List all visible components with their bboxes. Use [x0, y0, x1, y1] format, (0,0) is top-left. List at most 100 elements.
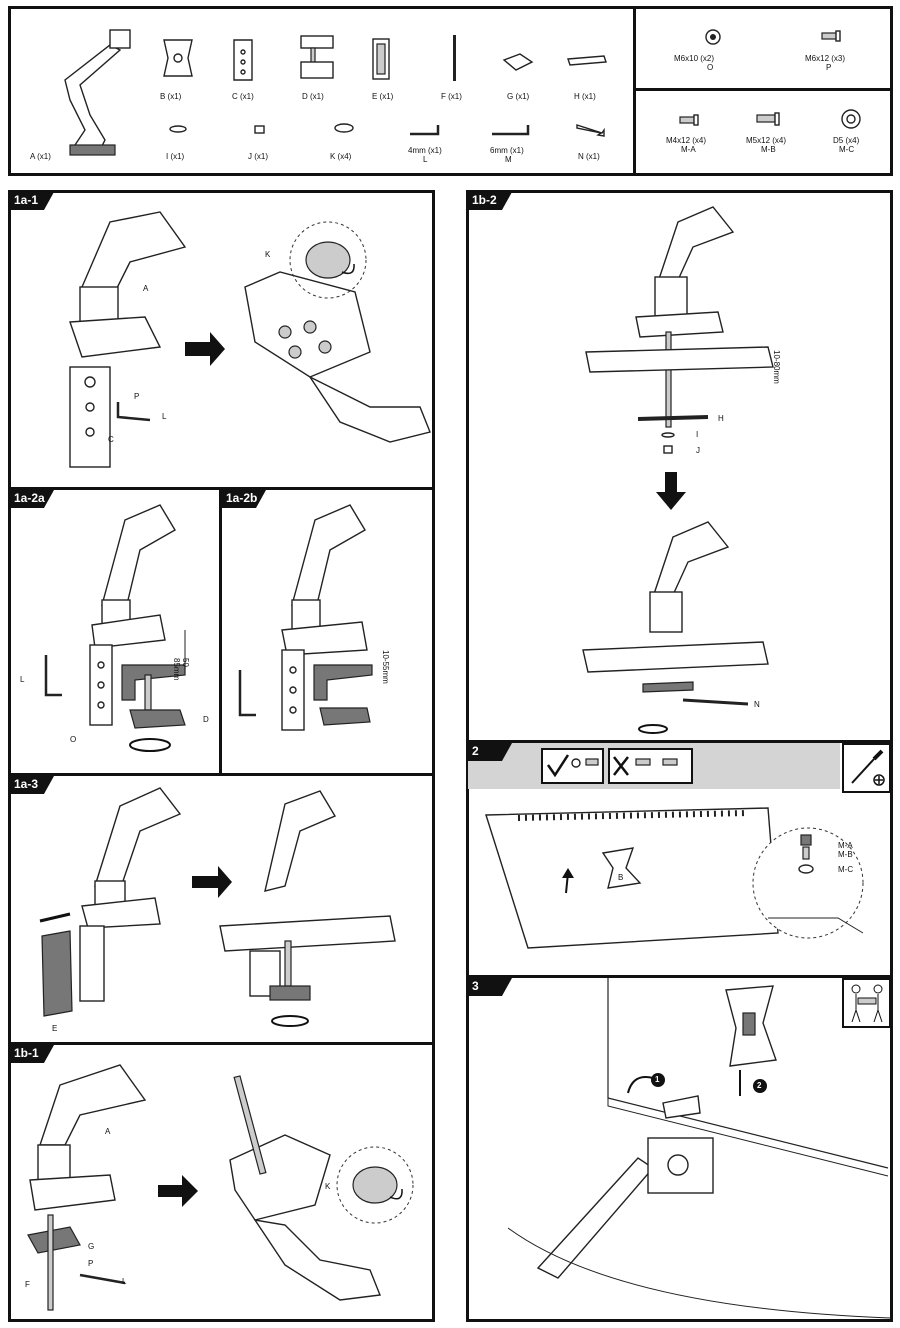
part-g-label: G (x1)	[507, 92, 530, 101]
callout-1a2a-o: O	[70, 735, 77, 744]
part-a-label: A (x1)	[30, 152, 51, 161]
step-3-badge-2	[753, 1079, 767, 1093]
part-c-bracket-icon	[233, 39, 253, 81]
part-j-nut-icon	[254, 125, 265, 134]
part-e-cover-icon	[372, 38, 390, 80]
screwdriver-tool-box	[842, 743, 891, 793]
part-n-label: N (x1)	[578, 152, 600, 161]
callout-1b2-j: J	[696, 446, 700, 455]
step-1b-2-tag: 1b-2	[468, 192, 518, 210]
step-3-illustration	[507, 978, 892, 1319]
divider-1a-3	[8, 1042, 435, 1045]
part-m-hex-key-icon	[492, 125, 530, 136]
step-2-usage-icons	[546, 754, 678, 778]
part-d-clamp-icon	[300, 35, 334, 79]
callout-2-mb: M-B	[838, 850, 853, 859]
screws-panel-bottom	[633, 88, 893, 176]
step-1a-2b-illustration	[238, 504, 373, 731]
step-3-badge-1	[651, 1073, 665, 1087]
callout-2-ma: M-A	[838, 841, 853, 850]
screw-ma-icon	[679, 114, 699, 126]
callout-1b1-g: G	[88, 1242, 95, 1251]
part-c-label: C (x1)	[232, 92, 254, 101]
step-1a-2b-panel: 1a-2b 10-55mm	[222, 490, 433, 774]
step-1a-1-tag: 1a-1	[10, 192, 60, 210]
step-1b-1-panel: 1b-1 A G P F L K	[10, 1045, 433, 1320]
step-1a-2a-panel: 1a-2a 50-85mm L O D	[10, 490, 220, 774]
part-d-label: D (x1)	[302, 92, 324, 101]
part-l-label-code: L	[423, 155, 428, 164]
callout-2-mc: M-C	[838, 865, 854, 874]
screw-p-size: M6x12 (x3)	[805, 54, 846, 63]
divider-1a-2-bottom	[8, 773, 435, 776]
callout-l: L	[162, 412, 167, 421]
step-2-illustration	[485, 807, 864, 949]
washer-mc-icon	[841, 109, 861, 129]
screw-p-code: P	[826, 63, 832, 72]
part-n-wrench-icon	[576, 124, 605, 137]
dimension-50-85: 50-85mm	[172, 658, 190, 681]
callout-p: P	[134, 392, 140, 401]
callout-1b1-f: F	[25, 1280, 30, 1289]
callout-1b1-l: L	[122, 1277, 127, 1286]
part-l-label-size: 4mm (x1)	[408, 146, 442, 155]
part-i-label: I (x1)	[166, 152, 185, 161]
part-k-label: K (x4)	[330, 152, 352, 161]
part-h-bar-icon	[567, 55, 607, 66]
correct-screw-usage-box	[541, 748, 604, 784]
step-1b-1-illustration	[27, 1064, 414, 1311]
part-k-pad-icon	[334, 123, 354, 133]
part-e-label: E (x1)	[372, 92, 394, 101]
screw-mb-size: M5x12 (x4)	[746, 136, 787, 145]
screw-o-icon	[705, 29, 721, 45]
callout-1b2-i: I	[696, 430, 699, 439]
step-1a-2a-illustration	[44, 504, 186, 752]
screw-mb-icon	[756, 112, 780, 126]
part-m-label-size: 6mm (x1)	[490, 146, 524, 155]
washer-mc-code: M-C	[839, 145, 855, 154]
step-2-panel: 2 B M-A M-B M-C	[468, 743, 891, 975]
part-l-hex-key-icon	[410, 125, 440, 136]
screwdriver-icon	[851, 749, 885, 786]
screw-ma-size: M4x12 (x4)	[666, 136, 707, 145]
part-f-threaded-rod-icon	[453, 35, 456, 81]
step-2-tag: 2	[468, 743, 518, 761]
step-3-num-1: 1	[655, 1075, 660, 1084]
cross-icon	[613, 756, 629, 776]
dimension-10-80: 10-80mm	[772, 350, 781, 384]
part-a-arm-illustration	[64, 29, 131, 156]
step-3-tag: 3	[468, 978, 518, 996]
washer-mc-size: D5 (x4)	[833, 136, 860, 145]
divider-1a-2	[219, 487, 222, 775]
screw-o-code: O	[707, 63, 714, 72]
callout-2-b: B	[618, 873, 624, 882]
callout-c: C	[108, 435, 114, 444]
part-b-vesa-plate-icon	[163, 39, 193, 77]
check-icon	[546, 754, 570, 778]
two-person-lift-box	[842, 978, 891, 1028]
step-1a-2a-tag: 1a-2a	[10, 490, 60, 508]
step-1a-1-panel: 1a-1 A P L C K	[10, 192, 433, 487]
part-m-label-code: M	[505, 155, 512, 164]
part-j-label: J (x1)	[248, 152, 268, 161]
callout-a: A	[143, 284, 149, 293]
callout-1a2a-l: L	[20, 675, 25, 684]
step-1a-3-illustration	[39, 787, 396, 1027]
step-1b-2-panel: 1b-2 10-80mm H I J N	[468, 192, 891, 740]
callout-1b1-k: K	[325, 1182, 331, 1191]
callout-k: K	[265, 250, 271, 259]
part-i-washer-icon	[169, 125, 187, 133]
callout-1b1-a: A	[105, 1127, 111, 1136]
screws-panel-top	[633, 6, 893, 91]
callout-1b2-h: H	[718, 414, 724, 423]
step-3-num-2: 2	[757, 1081, 762, 1090]
divider-step-2	[466, 975, 893, 978]
part-g-plate-icon	[502, 53, 534, 71]
step-3-panel: 3 1 2	[468, 978, 892, 1320]
part-b-label: B (x1)	[160, 92, 182, 101]
step-1a-1-illustration	[69, 211, 431, 468]
two-person-lift-icon	[851, 984, 883, 1023]
callout-1b2-n: N	[754, 700, 760, 709]
callout-1a2a-d: D	[203, 715, 209, 724]
part-f-label: F (x1)	[441, 92, 462, 101]
